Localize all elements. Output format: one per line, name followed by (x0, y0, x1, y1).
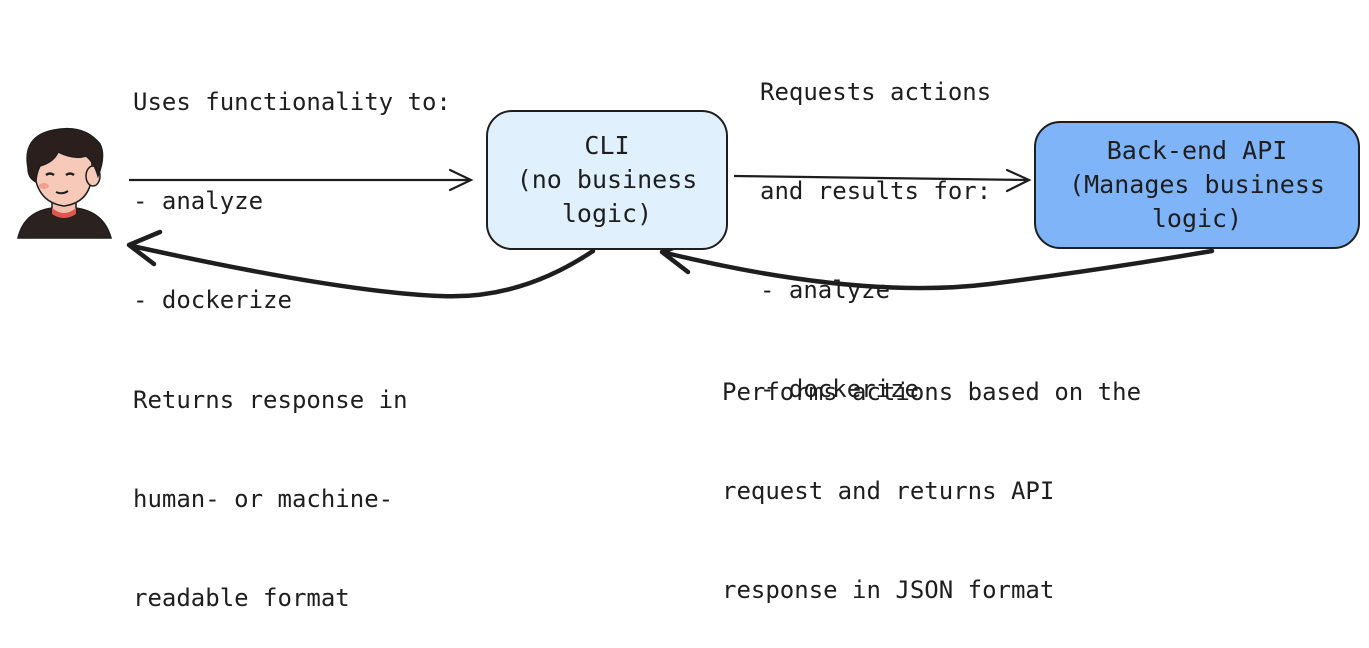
label-line: Returns response in (133, 386, 408, 414)
user-avatar-icon (17, 127, 112, 239)
label-cli-to-api: Requests actions and results for: - anal… (760, 10, 991, 439)
label-line: - analyze (760, 276, 891, 304)
cli-box: CLI (no business logic) (486, 110, 728, 250)
cli-box-line: (no business (516, 165, 698, 194)
label-line: Requests actions (760, 78, 992, 106)
label-line: and results for: (760, 177, 992, 205)
label-line: readable format (133, 584, 350, 612)
label-api-to-cli: Performs actions based on the request an… (722, 310, 1141, 640)
label-line: human- or machine- (133, 485, 394, 513)
cli-box-line: CLI (584, 131, 630, 160)
label-line: - dockerize (760, 375, 919, 403)
api-box-line: Back-end API (1106, 136, 1288, 165)
arrow-cli-to-user (126, 229, 596, 299)
label-line: - dockerize (133, 286, 292, 314)
label-line: Uses functionality to: (133, 88, 451, 116)
cli-box-line: logic) (561, 199, 653, 228)
label-cli-to-user: Returns response in human- or machine- r… (133, 318, 408, 648)
diagram-arrows (126, 168, 1215, 299)
backend-api-box: Back-end API (Manages business logic) (1034, 121, 1360, 249)
label-line: response in JSON format (722, 576, 1055, 604)
api-box-line: (Manages business (1069, 170, 1325, 199)
api-box-line: logic) (1151, 204, 1243, 233)
arrow-cli-to-api (733, 168, 1032, 193)
arrow-user-to-cli (129, 168, 474, 192)
label-line: request and returns API (722, 477, 1055, 505)
label-user-to-cli: Uses functionality to: - analyze - docke… (133, 20, 451, 350)
label-line: - analyze (133, 187, 264, 215)
label-line: Performs actions based on the (722, 378, 1142, 406)
